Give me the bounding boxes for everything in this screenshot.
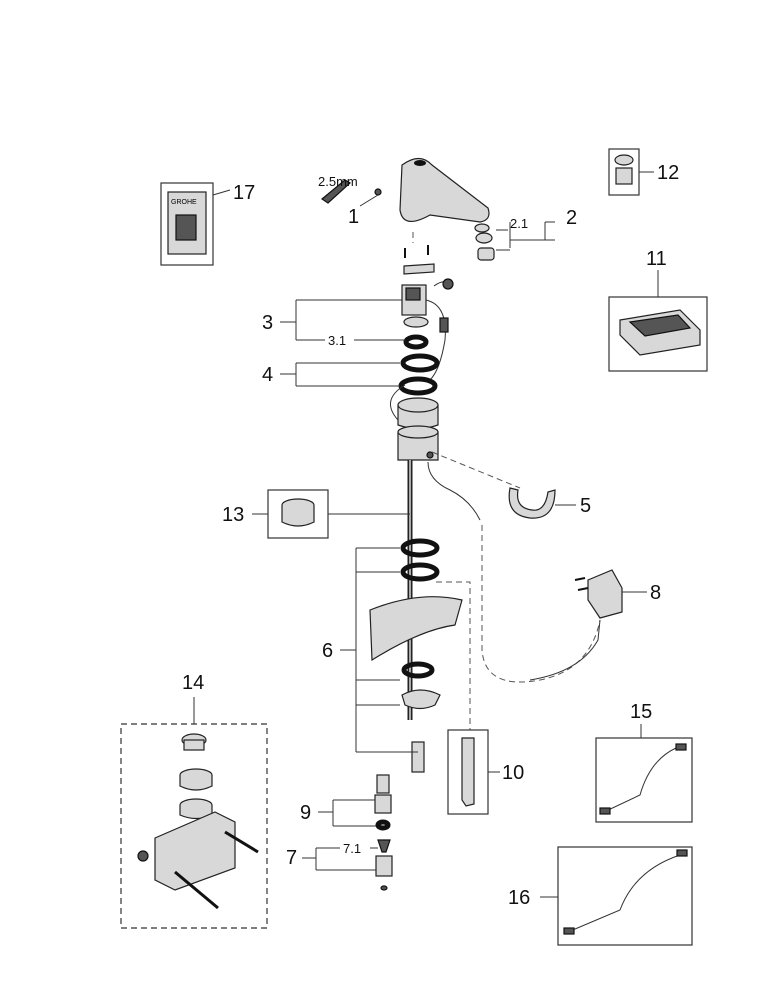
part-9-connector — [374, 774, 392, 831]
part-6-mounting-set — [369, 538, 463, 773]
label-1: 1 — [348, 206, 359, 228]
part-14-fixing-kit — [120, 723, 268, 929]
part-13-ring-box — [267, 489, 329, 539]
part-3-electronic-module — [401, 284, 449, 381]
part-11-battery-box — [608, 296, 708, 372]
label-3: 3 — [262, 312, 273, 334]
part-12-aerator-kit — [608, 148, 640, 196]
label-2: 2 — [566, 207, 577, 229]
label-12: 12 — [657, 162, 679, 184]
part-2-aerator — [474, 223, 495, 261]
label-16: 16 — [508, 887, 530, 909]
label-9: 9 — [300, 802, 311, 824]
logo-text: GROHE — [171, 199, 197, 206]
label-8: 8 — [650, 582, 661, 604]
part-7-nut — [375, 839, 393, 891]
part-4-o-rings — [390, 353, 440, 430]
label-13: 13 — [222, 504, 244, 526]
label-17: 17 — [233, 182, 255, 204]
part-17-sticker: GROHE — [160, 182, 214, 266]
tool-size-label: 2.5mm — [318, 174, 358, 189]
label-15: 15 — [630, 701, 652, 723]
label-7-1: 7.1 — [343, 841, 361, 856]
label-11: 11 — [646, 248, 667, 270]
part-15-hose — [595, 737, 693, 823]
part-10-key-tool — [447, 729, 489, 815]
label-14: 14 — [182, 672, 204, 694]
part-1-spout — [320, 157, 490, 223]
label-10: 10 — [502, 762, 524, 784]
label-2-1: 2.1 — [510, 216, 528, 231]
label-3-1: 3.1 — [328, 333, 346, 348]
label-7: 7 — [286, 847, 297, 869]
label-4: 4 — [262, 364, 273, 386]
part-16-long-hose — [557, 846, 693, 946]
fixing-screws — [403, 245, 454, 290]
label-5: 5 — [580, 495, 591, 517]
label-6: 6 — [322, 640, 333, 662]
part-5-clamp — [508, 487, 556, 519]
part-8-power-adapter — [574, 569, 623, 619]
